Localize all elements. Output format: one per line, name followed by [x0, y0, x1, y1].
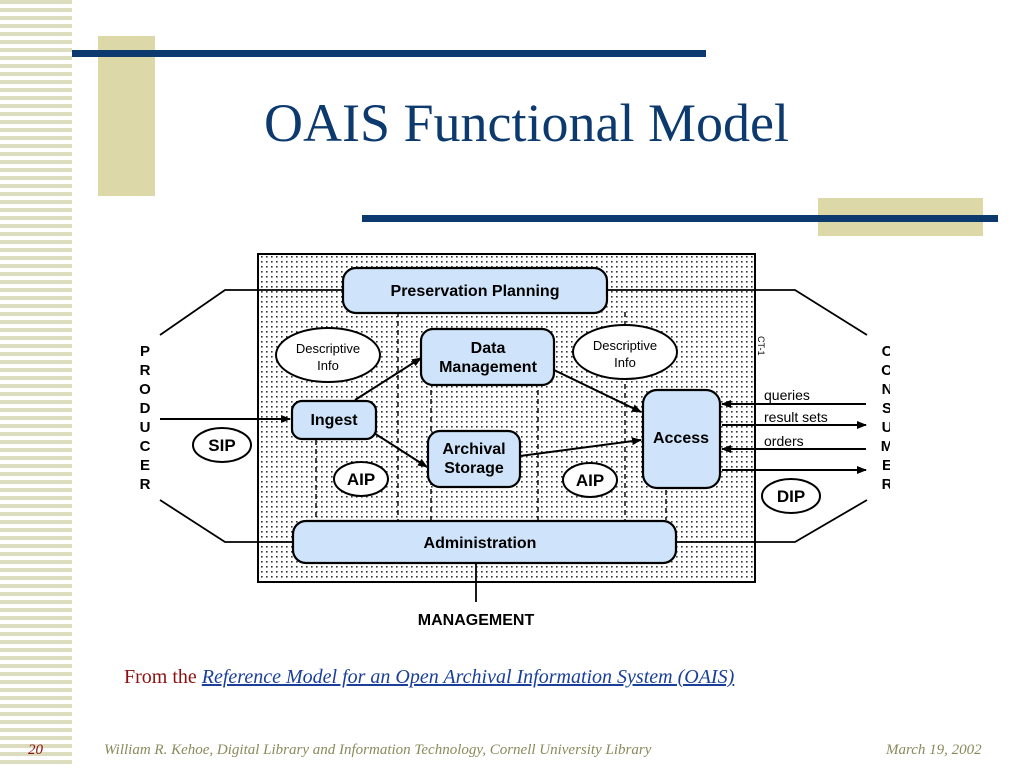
result-sets-label: result sets [764, 409, 828, 425]
side-mark: CT-1 [756, 336, 766, 356]
access-box [641, 388, 722, 490]
orders-label: orders [764, 433, 804, 449]
sip-ellipse [192, 427, 252, 463]
consumer-letter: R [882, 476, 890, 493]
sip-label: SIP [208, 436, 235, 455]
aip-right-label: AIP [576, 471, 604, 490]
aip-left-ellipse [333, 461, 389, 497]
caption-prefix: From the [124, 666, 202, 688]
consumer-letter: E [882, 457, 890, 474]
preservation-planning-label: Preservation Planning [391, 283, 560, 300]
consumer-letter: U [882, 419, 890, 436]
oais-diagram: Preservation Planning Data Management In… [139, 253, 890, 629]
producer-letter: P [140, 343, 150, 360]
archival-storage-label-line1: Archival [442, 441, 505, 458]
data-management-box [419, 327, 556, 387]
descriptive-info-right-line1: Descriptive [593, 338, 657, 353]
producer-letter: D [140, 400, 151, 417]
descriptive-info-left-line1: Descriptive [296, 341, 360, 356]
producer-letter: O [139, 381, 151, 398]
management-label: MANAGEMENT [418, 612, 535, 629]
archival-storage-box [426, 429, 522, 489]
producer-letter: C [140, 438, 151, 455]
ingest-box [290, 399, 378, 441]
descriptive-info-right [572, 324, 678, 380]
preservation-planning-box [341, 266, 609, 315]
descriptive-info-left [275, 327, 381, 383]
ingest-label: Ingest [310, 412, 358, 429]
title-rule-bottom [362, 215, 998, 222]
producer-letter: U [140, 419, 151, 436]
footer-author: William R. Kehoe, Digital Library and In… [104, 742, 652, 758]
oais-reference-link[interactable]: Reference Model for an Open Archival Inf… [201, 666, 735, 688]
page-number: 20 [28, 742, 43, 758]
decorative-block-top [98, 36, 155, 196]
data-management-label-line1: Data [471, 340, 506, 357]
queries-label: queries [764, 387, 810, 403]
consumer-letter: C [882, 343, 890, 360]
archival-storage-label-line2: Storage [444, 460, 504, 477]
dip-label: DIP [777, 487, 805, 506]
dip-ellipse [761, 478, 821, 514]
producer-letter: R [140, 476, 151, 493]
consumer-letter: M [881, 438, 890, 455]
administration-label: Administration [424, 535, 537, 552]
descriptive-info-left-line2: Info [317, 358, 339, 373]
producer-letter: E [140, 457, 150, 474]
slide-title: OAIS Functional Model [264, 93, 789, 153]
title-rule-top [72, 50, 706, 57]
consumer-letter: N [882, 381, 890, 398]
access-label: Access [653, 430, 709, 447]
consumer-letter: O [881, 362, 890, 379]
footer-date: March 19, 2002 [886, 742, 982, 758]
aip-right-ellipse [562, 462, 618, 498]
source-caption: From the Reference Model for an Open Arc… [124, 666, 734, 689]
administration-box [291, 519, 678, 565]
producer-letter: R [140, 362, 151, 379]
data-management-label-line2: Management [439, 359, 537, 376]
descriptive-info-right-line2: Info [614, 355, 636, 370]
consumer-letter: S [882, 400, 890, 417]
decorative-stripes [0, 0, 72, 768]
internal-dashes [315, 312, 667, 520]
flow-arrows [160, 357, 867, 474]
environment-lines [159, 289, 868, 543]
aip-left-label: AIP [347, 470, 375, 489]
